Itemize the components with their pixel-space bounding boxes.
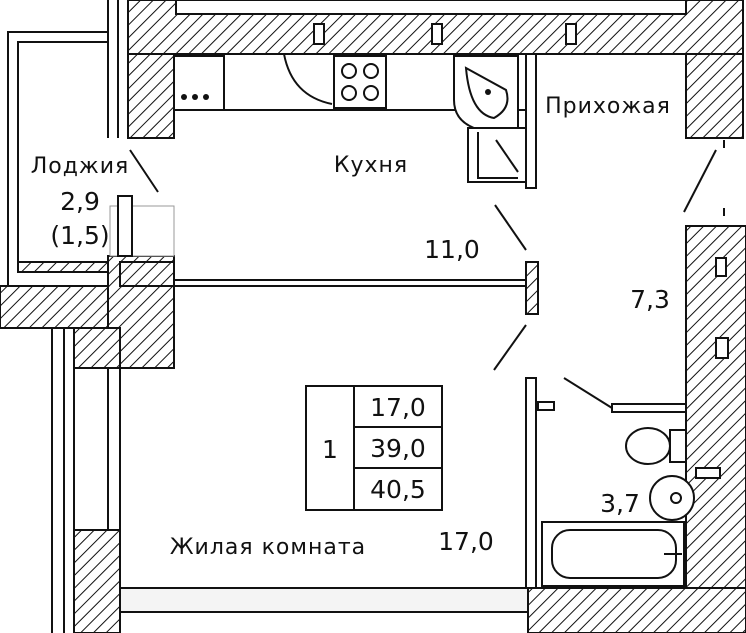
right-wall xyxy=(685,140,746,589)
partitions xyxy=(129,53,717,589)
bathroom-area: 3,7 xyxy=(600,489,640,518)
living-room-area: 17,0 xyxy=(438,527,494,556)
living-area-total: 17,0 xyxy=(370,393,426,422)
toilet-icon xyxy=(625,427,671,465)
kitchen-area: 11,0 xyxy=(424,235,480,264)
hallway-label: Прихожая xyxy=(545,94,671,119)
kitchen-label: Кухня xyxy=(334,153,408,178)
left-wall xyxy=(51,327,121,633)
kitchen-fixtures xyxy=(173,53,527,183)
bottom-wall xyxy=(119,587,746,633)
loggia-area-reduced: (1,5) xyxy=(50,221,109,250)
bathroom-fixtures xyxy=(541,427,695,587)
total-area-with-loggia: 40,5 xyxy=(370,475,426,504)
stove-icon xyxy=(333,55,387,109)
loggia-enclosure xyxy=(0,31,526,369)
rooms-count: 1 xyxy=(322,435,338,464)
top-wall xyxy=(107,0,744,139)
loggia-area: 2,9 xyxy=(60,187,100,216)
living-room-label: Жилая комната xyxy=(170,535,366,560)
bathtub-icon xyxy=(541,521,685,587)
total-area: 39,0 xyxy=(370,434,426,463)
hallway-area: 7,3 xyxy=(630,285,670,314)
loggia-label: Лоджия xyxy=(31,154,130,179)
summary-table: 1 17,0 39,0 40,5 xyxy=(305,385,443,511)
